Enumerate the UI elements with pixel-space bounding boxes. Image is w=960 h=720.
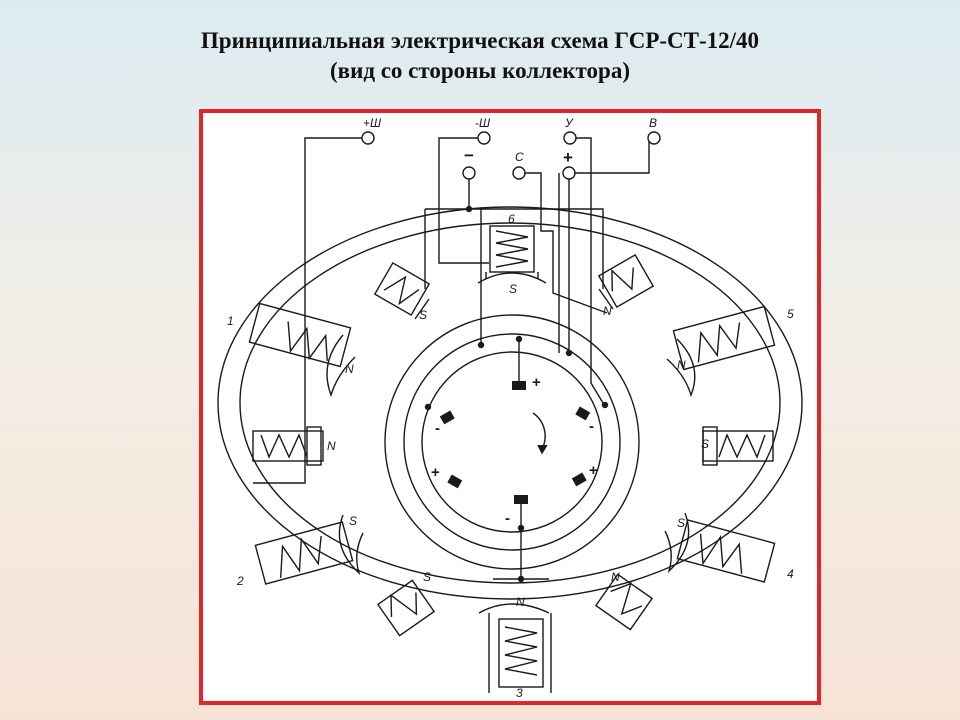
collector-ring-middle bbox=[403, 333, 621, 551]
pole-letter-2: S bbox=[349, 514, 357, 528]
pole-6 bbox=[477, 225, 547, 284]
label-plus-sh: +Ш bbox=[363, 116, 382, 130]
pole-number-4: 4 bbox=[787, 567, 794, 581]
terminal-minus bbox=[462, 166, 476, 180]
pole-4 bbox=[664, 512, 776, 583]
brush-sign-upper-left: - bbox=[435, 420, 440, 437]
junction-dot bbox=[517, 575, 525, 583]
terminal-minus-sh bbox=[477, 131, 491, 145]
pole-5 bbox=[666, 305, 776, 398]
junction-dot bbox=[601, 401, 609, 409]
pole-letter-3: N bbox=[516, 595, 525, 609]
stator-inner-ring bbox=[239, 222, 781, 584]
pole-letter-left: N bbox=[327, 439, 336, 453]
stator-outer-ring bbox=[217, 206, 803, 600]
brush-sign-lower-left: + bbox=[431, 464, 440, 481]
brush-upper-left bbox=[439, 410, 455, 425]
pole-1 bbox=[248, 302, 356, 398]
junction-dot bbox=[424, 403, 432, 411]
brush-bottom bbox=[514, 495, 528, 504]
wire-plus-sh bbox=[253, 137, 363, 484]
title-line-1: Принципиальная электрическая схема ГСР-С… bbox=[200, 28, 760, 53]
junction-dot bbox=[565, 349, 573, 357]
brush-lower-right bbox=[571, 472, 587, 487]
pole-number-6: 6 bbox=[508, 212, 515, 226]
junction-dot bbox=[477, 341, 485, 349]
aux-pole-upper-right bbox=[597, 253, 655, 310]
label-minus: − bbox=[464, 146, 474, 165]
aux-pole-upper-left bbox=[373, 261, 431, 320]
rotation-arrow-head bbox=[537, 444, 548, 455]
aux-letter-upper-right: N bbox=[603, 304, 612, 318]
terminal-plus-sh bbox=[361, 131, 375, 145]
aux-letter-lower-left: S bbox=[423, 570, 431, 584]
brush-sign-bottom: - bbox=[505, 510, 510, 527]
pole-number-5: 5 bbox=[787, 307, 794, 321]
aux-pole-lower-left bbox=[376, 579, 436, 637]
label-v: В bbox=[649, 116, 657, 130]
label-c: С bbox=[515, 150, 524, 164]
label-minus-sh: -Ш bbox=[475, 116, 491, 130]
wire-c-terminal bbox=[519, 172, 608, 314]
brush-sign-upper-right: - bbox=[589, 418, 594, 435]
brush-top bbox=[512, 381, 526, 390]
brush-sign-lower-right: + bbox=[589, 462, 598, 479]
aux-letter-upper-left: S bbox=[419, 308, 427, 322]
pole-right bbox=[702, 426, 774, 466]
pole-number-2: 2 bbox=[236, 574, 244, 588]
rotation-arrow bbox=[532, 412, 546, 450]
collector-ring-inner bbox=[421, 351, 603, 533]
wire-u bbox=[565, 137, 604, 404]
wire-v bbox=[569, 138, 650, 174]
pole-letter-4: S bbox=[677, 516, 685, 530]
wire-minus-sh bbox=[438, 137, 489, 264]
generator-wiring-diagram: +Ш -Ш У В − С + 6 1 5 2 4 3 S N N N S S … bbox=[217, 116, 803, 700]
terminal-plus bbox=[562, 166, 576, 180]
terminal-v bbox=[647, 131, 661, 145]
pole-letter-5: N bbox=[677, 358, 686, 372]
junction-dot bbox=[517, 524, 525, 532]
pole-left bbox=[252, 426, 324, 466]
pole-letter-right: S bbox=[701, 437, 709, 451]
label-plus: + bbox=[563, 148, 573, 167]
slide-title: Принципиальная электрическая схема ГСР-С… bbox=[0, 26, 960, 86]
terminal-u bbox=[563, 131, 577, 145]
junction-dot bbox=[515, 335, 523, 343]
aux-pole-lower-right bbox=[594, 573, 654, 631]
pole-letter-6: S bbox=[509, 282, 517, 296]
terminal-c bbox=[512, 166, 526, 180]
junction-dot bbox=[465, 205, 473, 213]
brush-upper-right bbox=[575, 406, 591, 421]
pole-number-1: 1 bbox=[227, 314, 234, 328]
wire-minus-bus bbox=[425, 208, 604, 289]
pole-2 bbox=[254, 514, 364, 585]
title-line-2: (вид со стороны коллектора) bbox=[330, 58, 630, 83]
label-u: У bbox=[564, 116, 574, 130]
pole-3 bbox=[478, 603, 552, 693]
pole-number-3: 3 bbox=[516, 686, 523, 700]
brush-sign-top: + bbox=[532, 374, 541, 391]
collector-ring-outer bbox=[384, 314, 640, 570]
pole-letter-1: N bbox=[345, 362, 354, 376]
aux-letter-lower-right: N bbox=[611, 570, 620, 584]
brush-lower-left bbox=[447, 474, 463, 489]
